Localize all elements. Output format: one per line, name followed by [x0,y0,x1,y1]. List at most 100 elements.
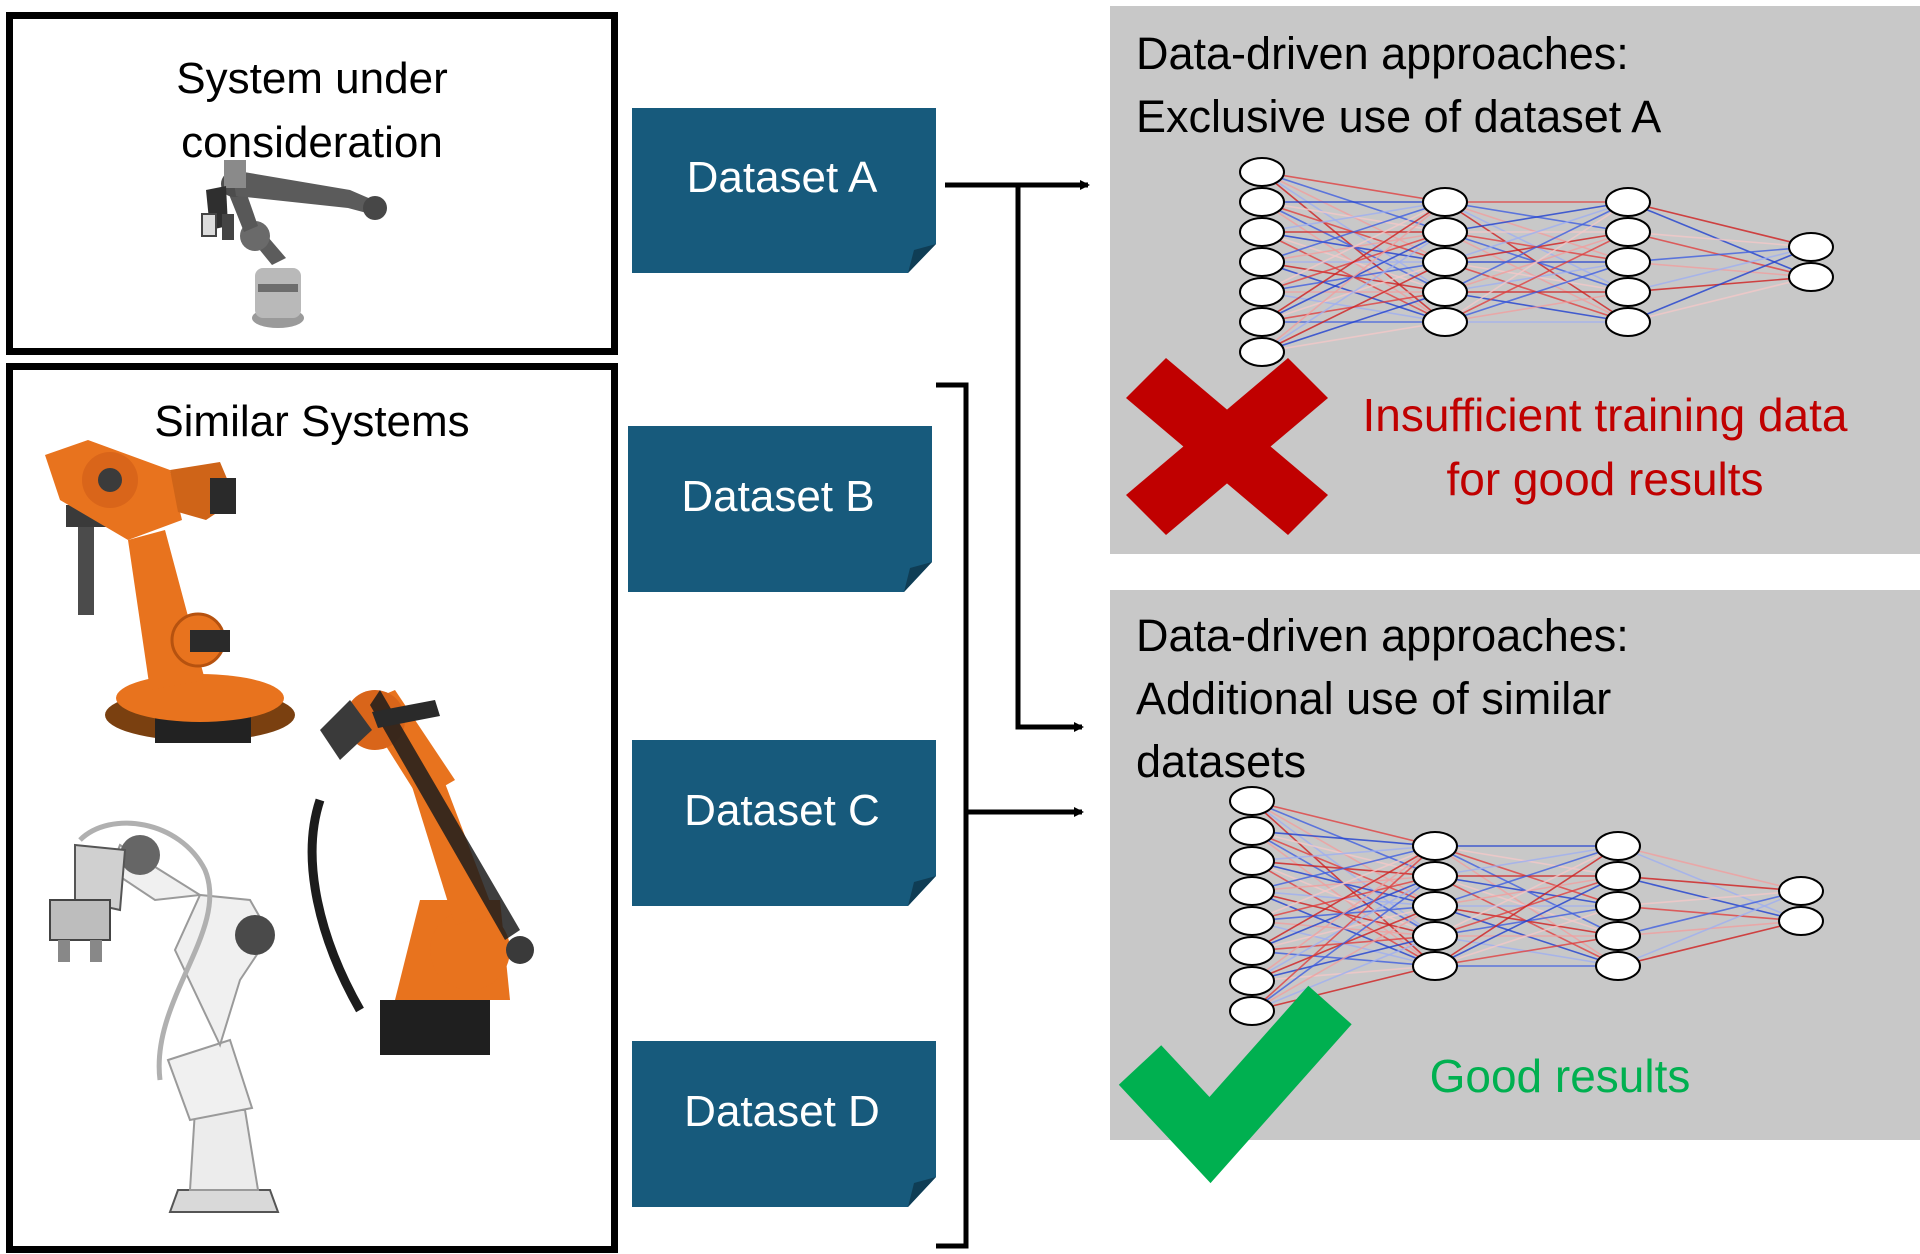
similar-systems-box: Similar Systems [6,363,618,1253]
nn-node [1412,921,1458,951]
nn-connection [1261,231,1446,353]
nn-connection [1627,246,1812,323]
nn-node [1605,307,1651,337]
neural-network-top-icon [1239,157,1834,367]
nn-node [1422,277,1468,307]
nn-connection [1434,845,1619,877]
nn-connection [1627,246,1812,293]
dataset-box-b: Dataset B [628,426,932,592]
nn-node [1229,966,1275,996]
nn-connection [1627,246,1812,263]
nn-connection [1261,321,1446,353]
nn-connection [1627,201,1812,248]
nn-connection [1261,201,1446,323]
nn-node [1229,846,1275,876]
panel-bottom-title: Data-driven approaches: Additional use o… [1136,610,1629,787]
nn-node [1412,891,1458,921]
nn-connection [1617,890,1802,907]
nn-connection [1261,261,1446,353]
nn-node [1239,337,1285,367]
nn-node [1422,187,1468,217]
nn-node [1239,277,1285,307]
nn-connection [1251,845,1436,982]
nn-node [1229,816,1275,846]
nn-node [1229,876,1275,906]
nn-connection [1251,905,1436,1012]
dataset-box-d: Dataset D [632,1041,936,1207]
nn-node [1422,307,1468,337]
nn-node [1412,861,1458,891]
nn-node [1605,277,1651,307]
nn-connection [1261,201,1446,233]
nn-connection [1617,890,1802,967]
good-results-message: Good results [1429,1050,1691,1102]
bracket-datasets-bcd [936,382,969,1249]
nn-connection [1261,171,1446,203]
nn-connection [1251,845,1436,922]
nn-node [1595,951,1641,981]
nn-connection [1444,201,1629,233]
nn-node [1239,157,1285,187]
nn-connection [1261,201,1446,353]
nn-connection [1627,231,1812,248]
nn-connection [1261,201,1446,263]
nn-connection [1434,845,1619,937]
dataset-b-label: Dataset B [681,472,874,521]
nn-node [1229,996,1275,1026]
nn-connection [1261,291,1446,353]
nn-node [1422,247,1468,277]
check-mark-icon [1118,985,1352,1184]
nn-node [1778,906,1824,936]
dataset-d-label: Dataset D [684,1087,880,1136]
insufficient-line2: for good results [1446,453,1764,505]
nn-connection [1261,201,1446,293]
nn-connection [1251,845,1436,862]
nn-node [1788,232,1834,262]
system-title-line2: consideration [181,118,443,167]
nn-connection [1617,875,1802,892]
kuka-robot-icon [307,690,534,1055]
nn-node [1595,891,1641,921]
nn-connection [1251,800,1436,847]
nn-connection [1251,965,1436,1012]
nn-node [1229,936,1275,966]
nn-node [1412,951,1458,981]
nn-connection [1251,875,1436,1012]
nn-connection [1251,845,1436,892]
nn-connection [1617,890,1802,937]
nn-node [1605,187,1651,217]
cobot-robot-icon [201,160,387,328]
dataset-box-c: Dataset C [632,740,936,906]
nn-node [1595,861,1641,891]
nn-connection [1434,845,1619,907]
line-dataset-a-down [1015,185,1084,732]
nn-connection [1444,291,1629,323]
nn-node [1605,247,1651,277]
nn-node [1595,921,1641,951]
nn-connection [1444,201,1629,263]
nn-node [1239,247,1285,277]
similar-systems-title: Similar Systems [154,397,470,446]
nn-connection [1434,935,1619,967]
nn-node [1239,187,1285,217]
nn-node [1595,831,1641,861]
nn-connection [1251,935,1436,1012]
system-title-line1: System under [176,54,448,103]
insufficient-data-message: Insufficient training data for good resu… [1310,383,1900,511]
nn-connection [1434,905,1619,967]
nn-connection [1444,201,1629,323]
system-under-consideration-box: System under consideration [6,12,618,355]
nn-node [1605,217,1651,247]
nn-connection [1434,845,1619,967]
nn-connection [1617,920,1802,967]
white-cobot-robot-icon [49,820,280,1213]
dataset-a-label: Dataset A [687,153,878,202]
nn-connection [1251,830,1436,847]
nn-connection [1251,845,1436,1012]
neural-network-bottom-icon [1229,786,1824,1026]
connector-arrows [936,180,1090,1249]
nn-node [1778,876,1824,906]
nn-connection [1444,261,1629,323]
nn-node [1788,262,1834,292]
nn-connection [1251,845,1436,952]
